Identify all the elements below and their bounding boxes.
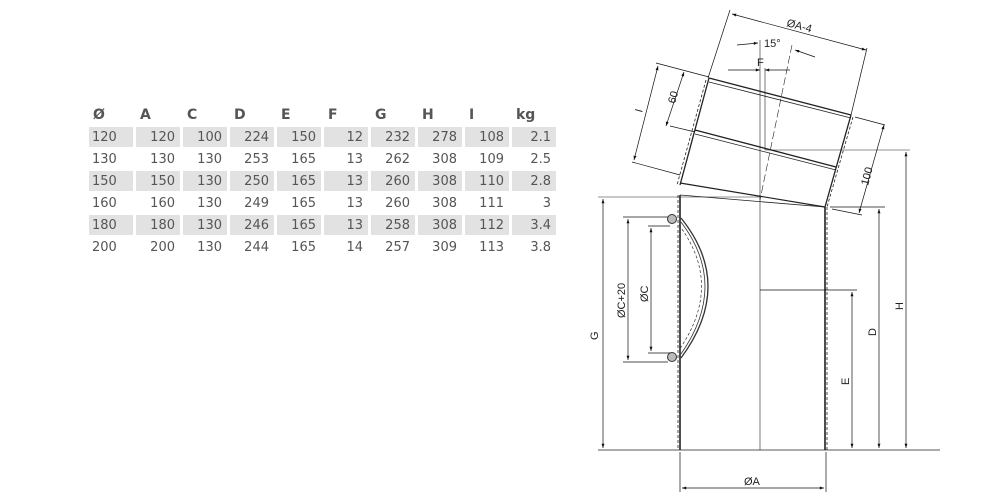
cell: 111 (479, 195, 504, 211)
label-f: F (757, 57, 764, 69)
col-header-g: G (375, 106, 387, 123)
cell: 13 (346, 195, 363, 211)
cell: 308 (418, 215, 462, 235)
label-dia-c: ØC (639, 285, 651, 302)
dim-dia-a-minus-4 (731, 13, 867, 51)
cell: 3.8 (530, 239, 551, 255)
cell: 260 (385, 195, 410, 211)
col-header-d: D (234, 106, 246, 123)
cell: 130 (150, 151, 175, 167)
cell: 130 (183, 171, 227, 191)
cell: 244 (244, 239, 269, 255)
cell: 165 (291, 151, 316, 167)
lower-pipe-section (598, 182, 940, 451)
cell: 150 (277, 127, 321, 147)
cell: 246 (230, 215, 274, 235)
cell: 278 (418, 127, 462, 147)
dim-i (633, 65, 659, 161)
cell: 249 (244, 195, 269, 211)
cell: 130 (197, 151, 222, 167)
inspection-door (667, 214, 709, 362)
label-h: H (894, 302, 906, 310)
cell: 13 (346, 151, 363, 167)
table-row: 160 160 130 249 165 13 260 308 111 3 (89, 193, 556, 213)
cell: 232 (371, 127, 415, 147)
ext-line (707, 9, 731, 79)
cell: 130 (183, 215, 227, 235)
cell: 3 (542, 195, 551, 211)
cell: 260 (371, 171, 415, 191)
dim-100 (858, 124, 885, 214)
cell: 108 (465, 127, 509, 147)
cell: 224 (230, 127, 274, 147)
cell: 200 (150, 239, 175, 255)
cell: 130 (92, 151, 117, 167)
cell: 257 (385, 239, 410, 255)
cell: 130 (197, 195, 222, 211)
upper-pipe-section (598, 40, 910, 208)
label-dia-a-minus-4: ØA-4 (785, 17, 813, 35)
label-dia-c-plus-20: ØC+20 (616, 283, 628, 318)
cell: 13 (324, 215, 368, 235)
cell: 165 (277, 171, 321, 191)
cell: 165 (277, 215, 321, 235)
table-header-row: Ø A C D E F G H I kg (89, 104, 556, 125)
cell: 150 (136, 171, 180, 191)
cell: 160 (150, 195, 175, 211)
cell: 200 (92, 239, 117, 255)
cell: 2.8 (512, 171, 556, 191)
cell: 250 (230, 171, 274, 191)
cell: 109 (479, 151, 504, 167)
col-header-a: A (140, 106, 151, 123)
cell: 308 (432, 195, 457, 211)
col-header-kg: kg (516, 106, 536, 123)
table-row: 120 120 100 224 150 12 232 278 108 2.1 (89, 127, 556, 147)
col-header-e: E (281, 106, 291, 123)
dimension-table: Ø A C D E F G H I kg 120 120 100 224 150… (86, 102, 559, 259)
label-d: D (867, 328, 879, 336)
table-row: 150 150 130 250 165 13 260 308 110 2.8 (89, 171, 556, 191)
cell: 180 (136, 215, 180, 235)
cell: 14 (346, 239, 363, 255)
cell: 165 (291, 195, 316, 211)
col-header-h: H (422, 106, 434, 123)
cell: 253 (244, 151, 269, 167)
cell: 258 (371, 215, 415, 235)
label-g: G (589, 331, 601, 340)
cell: 2.5 (530, 151, 551, 167)
label-60: 60 (666, 90, 681, 105)
cell: 130 (197, 239, 222, 255)
table-row: 130 130 130 253 165 13 262 308 109 2.5 (89, 149, 556, 169)
cell: 2.1 (512, 127, 556, 147)
cell: 308 (432, 151, 457, 167)
cell: 150 (89, 171, 133, 191)
cell: 3.4 (512, 215, 556, 235)
cell: 110 (465, 171, 509, 191)
table-row: 200 200 130 244 165 14 257 309 113 3.8 (89, 237, 556, 257)
col-header-c: C (187, 106, 198, 123)
cell: 262 (385, 151, 410, 167)
col-header-i: I (469, 106, 475, 123)
label-100: 100 (859, 166, 875, 187)
cell: 308 (418, 171, 462, 191)
cell: 180 (89, 215, 133, 235)
cell: 13 (324, 171, 368, 191)
table-row: 180 180 130 246 165 13 258 308 112 3.4 (89, 215, 556, 235)
cell: 165 (291, 239, 316, 255)
cell: 112 (465, 215, 509, 235)
cell: 160 (92, 195, 117, 211)
cell: 120 (89, 127, 133, 147)
label-angle: 15° (764, 38, 781, 50)
cell: 120 (136, 127, 180, 147)
label-i: I (633, 108, 645, 114)
cell: 12 (324, 127, 368, 147)
label-dia-a: ØA (744, 476, 761, 488)
cell: 113 (479, 239, 504, 255)
label-e: E (840, 378, 852, 385)
cell: 309 (432, 239, 457, 255)
col-header-f: F (328, 106, 338, 123)
col-header-diameter: Ø (93, 106, 105, 123)
cell: 100 (183, 127, 227, 147)
